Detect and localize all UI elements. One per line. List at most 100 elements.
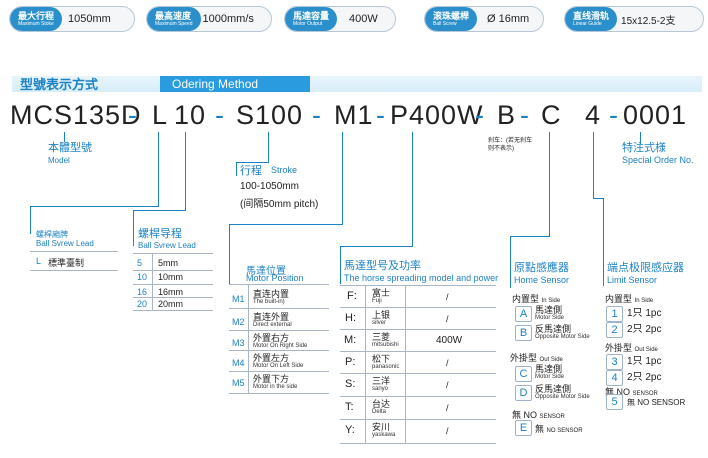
motor-position-item-cn: 直连内置 xyxy=(253,289,290,299)
home-inner-label: 内置型 In Side xyxy=(512,292,560,305)
screw-lead-col xyxy=(152,253,153,310)
ball-screw-lead-cn: 螺桿廂牌 xyxy=(36,230,68,239)
motor-position-item-en: The built-in) xyxy=(253,299,285,305)
home-sensor-item-cn: 馬達側 xyxy=(535,305,563,315)
motor-model-value: / xyxy=(446,403,449,413)
spec-value: Ø 16mm xyxy=(487,13,530,25)
motor-model-item: 上银 silver xyxy=(372,310,390,327)
motor-position-line-v2 xyxy=(229,224,230,284)
code-dash: - xyxy=(128,100,137,130)
home-sensor-item: 反馬達側 Opposite Motor Side xyxy=(535,384,590,401)
code-dash: - xyxy=(609,100,618,130)
motor-model-key: S: xyxy=(345,378,356,390)
motor-model-en: panasonic xyxy=(372,364,400,370)
limit-no-label: 無 NO SENSOR xyxy=(605,385,658,398)
limit-sensor-key: 4 xyxy=(606,370,623,386)
motor-position-item-cn: 外置右方 xyxy=(253,333,290,343)
limit-sensor-key: 2 xyxy=(606,322,623,338)
motor-model-en: yaskawa xyxy=(372,432,396,438)
screw-lead-val: 10mm xyxy=(158,272,184,282)
spec-label: 最高速度 Maximum Speed xyxy=(147,7,201,31)
motor-model-rule xyxy=(340,443,496,444)
screw-lead-val: 20mm xyxy=(158,299,184,309)
motor-position-item-cn: 外置左方 xyxy=(253,353,290,363)
home-sensor-line-h xyxy=(510,236,550,237)
spec-sub: Ball Screw xyxy=(433,20,457,27)
lead-type-line-v2 xyxy=(30,206,31,234)
motor-position-rule xyxy=(229,350,329,351)
limit-sensor-line xyxy=(593,132,594,198)
motor-model-en: Fuji xyxy=(372,298,382,304)
motor-position-rule xyxy=(229,393,329,394)
code-dash: - xyxy=(312,100,321,130)
limit-sensor-line-v2 xyxy=(603,198,604,286)
home-sensor-key: D xyxy=(515,385,532,401)
code-special: 0001 xyxy=(623,100,688,130)
motor-model-col2 xyxy=(405,285,406,443)
limit-inner-en: In Side xyxy=(634,298,654,304)
motor-position-item: 外置左方 Motor On Left Side xyxy=(253,353,303,370)
home-inner-cn: 内置型 xyxy=(512,294,540,304)
motor-position-rule xyxy=(229,371,329,372)
home-sensor-item: 馬達側 Motor Side xyxy=(535,305,564,322)
motor-position-col xyxy=(248,284,249,393)
code-dash: - xyxy=(520,100,529,130)
motor-model-value: / xyxy=(446,314,449,324)
code-lead: 10 xyxy=(174,100,207,130)
motor-model-value: / xyxy=(446,426,449,436)
spec-title: 滚珠螺桿 xyxy=(433,10,470,21)
code-brake: B xyxy=(497,100,517,130)
spec-title: 最高速度 xyxy=(155,10,192,21)
code-motor-position: M1 xyxy=(334,100,374,130)
header-tab xyxy=(160,76,310,92)
spec-label: 滚珠螺桿 Ball Screw xyxy=(425,7,478,31)
screw-lead-val: 16mm xyxy=(158,287,184,297)
home-sensor-item-en: Motor Side xyxy=(535,374,565,380)
spec-linear-guide: 直线滑轨 Linear Guide 15x12.5-2支 xyxy=(564,6,704,32)
motor-model-value: 400W xyxy=(436,335,463,346)
code-dash: - xyxy=(215,100,224,130)
limit-no-cn: 無 NO xyxy=(605,387,631,397)
lead-line-v2 xyxy=(133,210,134,246)
limit-outer-label: 外掛型 Out Side xyxy=(605,341,658,354)
motor-model-rule xyxy=(340,351,496,352)
limit-outer-en: Out Side xyxy=(634,347,658,353)
motor-position-item: 外置下方 Motor in the side xyxy=(253,374,297,391)
spec-sub: Motor Output xyxy=(293,20,323,27)
motor-model-en: sanyo xyxy=(372,386,389,392)
home-sensor-key: A xyxy=(515,306,532,322)
motor-model-cn: 馬達型号及功率 xyxy=(344,260,421,272)
motor-model-value: / xyxy=(446,380,449,390)
home-sensor-item-cn: 反馬達側 xyxy=(535,384,572,394)
screw-lead-rule xyxy=(133,253,213,254)
motor-position-cn: 馬達位置 xyxy=(246,266,286,277)
home-no-label: 無 NO SENSOR xyxy=(512,408,565,421)
stroke-label-cn: 行程 xyxy=(240,165,262,177)
motor-position-key: M2 xyxy=(232,317,245,327)
special-label-cn: 特注式様 xyxy=(622,142,666,154)
stroke-pitch: (间隔50mm pitch) xyxy=(240,199,319,210)
header-title-cn: 型號表示方式 xyxy=(20,77,99,92)
limit-sensor-item: 1只 1pc xyxy=(627,308,662,319)
limit-sensor-key: 1 xyxy=(606,306,623,322)
spec-ball-screw: 滚珠螺桿 Ball Screw Ø 16mm xyxy=(424,6,544,32)
motor-model-rule xyxy=(340,396,496,397)
motor-position-item-cn: 直连外置 xyxy=(253,312,290,322)
home-inner-en: In Side xyxy=(541,298,561,304)
home-sensor-item: 無 NO SENSOR xyxy=(535,424,583,436)
motor-model-item: 三菱 mitsubishi xyxy=(372,332,399,349)
brake-note: 刹车：(若无刹车则不表示) xyxy=(488,138,532,152)
motor-position-item-cn: 外置下方 xyxy=(253,374,290,384)
header-title-en: Odering Method xyxy=(172,77,259,91)
motor-model-en: silver xyxy=(372,320,387,326)
motor-model-value: / xyxy=(446,358,449,368)
screw-lead-cn: 螺桿导程 xyxy=(138,228,182,240)
home-sensor-en: Home Sensor xyxy=(514,275,570,285)
home-sensor-key: C xyxy=(515,366,532,382)
home-no-en: SENSOR xyxy=(539,414,565,420)
motor-position-item-en: Motor On Left Side xyxy=(253,363,304,369)
model-label-en: Model xyxy=(48,156,70,165)
model-line xyxy=(64,132,65,142)
home-sensor-item-en: NO SENSOR xyxy=(546,428,583,434)
home-sensor-cn: 原點感應器 xyxy=(514,262,569,274)
